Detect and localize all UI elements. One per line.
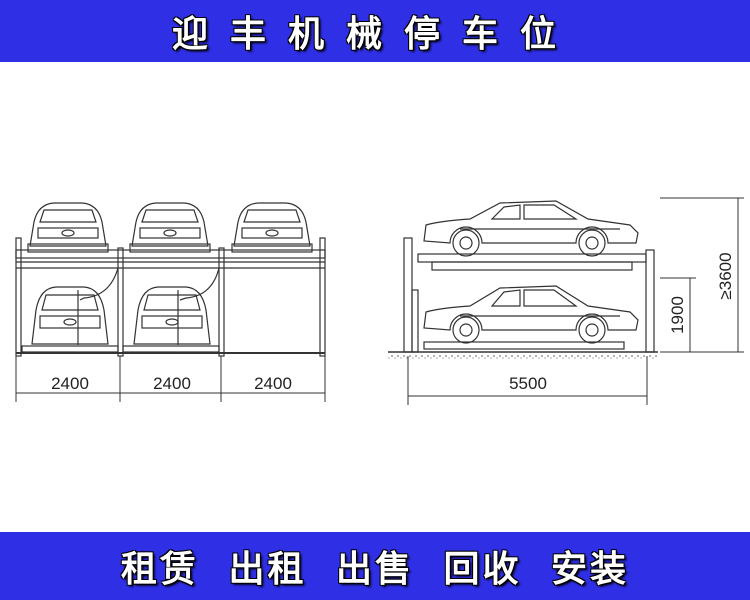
front-car-upper-3 [231,202,313,253]
side-view [388,197,744,405]
bay-width-3: 2400 [254,374,292,393]
total-height-label: ≥3600 [716,252,735,299]
front-lower-pallets [21,345,220,353]
parking-diagram: 2400 2400 2400 [15,197,744,405]
side-car-lower [423,285,639,344]
side-lower-pallet [423,341,625,350]
front-dimension-lines [15,356,326,402]
side-ground [388,352,658,361]
front-car-upper-1 [27,202,109,253]
front-view [15,202,326,402]
front-car-lower-2 [133,286,211,345]
header-banner: 迎丰机械停车位 [0,0,750,62]
front-car-lower-1 [31,286,109,345]
front-posts [15,237,326,357]
side-car-upper [423,200,639,257]
side-rear-post [403,237,419,353]
lower-height-label: 1900 [668,296,687,334]
side-dimension-lines [407,197,744,405]
bay-width-2: 2400 [153,374,191,393]
side-upper-pallet [417,253,647,271]
header-title: 迎丰机械停车位 [171,13,578,55]
front-upper-platform [15,249,326,269]
side-front-post [645,249,655,353]
front-lift-cables [77,267,220,345]
side-length-label: 5500 [509,374,547,393]
footer-banner: 租赁 出租 出售 回收 安装 [0,532,750,600]
footer-services: 租赁 出租 出售 回收 安装 [120,548,630,590]
front-car-upper-2 [129,202,211,253]
bay-width-1: 2400 [51,374,89,393]
